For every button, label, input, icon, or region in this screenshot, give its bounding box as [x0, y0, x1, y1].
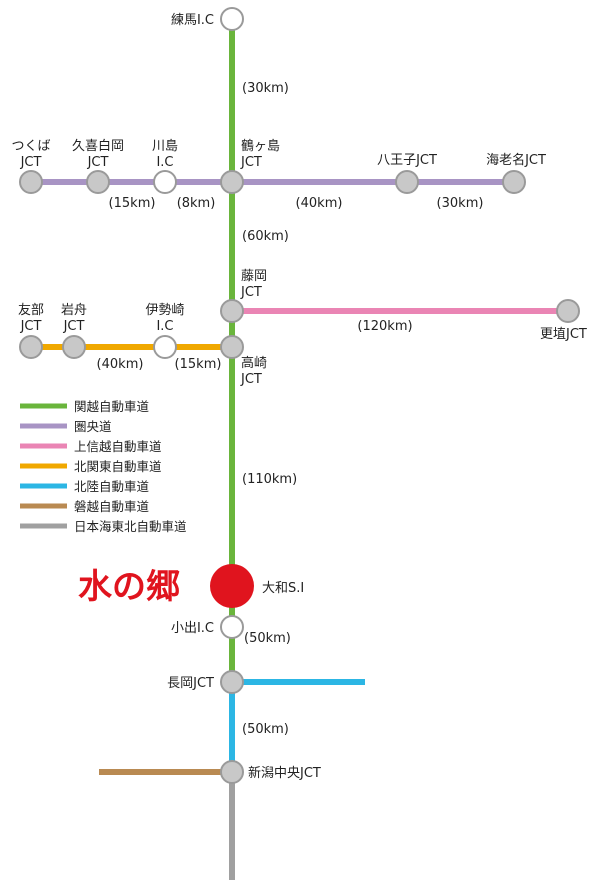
fujioka-label-1: 藤岡 — [241, 269, 267, 284]
tomobe-label-1: 友部 — [18, 302, 44, 318]
tomobe-label-2: JCT — [20, 319, 42, 334]
kawajima-label-1: 川島 — [152, 139, 178, 154]
nagaoka-node — [220, 670, 244, 694]
fujioka-node — [220, 299, 244, 323]
distance-tsurugashima-hachioji: (40km) — [296, 196, 343, 211]
fujioka-label-2: JCT — [240, 285, 262, 300]
ebina-node — [502, 170, 526, 194]
distance-hachioji-ebina: (30km) — [437, 196, 484, 211]
koide-node — [220, 615, 244, 639]
nagaoka-label: 長岡JCT — [167, 676, 214, 691]
koshoku-node — [556, 299, 580, 323]
map-title: 水の郷 — [78, 567, 180, 607]
legend-label-nihonkai: 日本海東北自動車道 — [74, 519, 187, 534]
isesaki-label-1: 伊勢崎 — [145, 303, 184, 318]
tomobe-node — [19, 335, 43, 359]
yamato-node — [210, 564, 254, 608]
takasaki-label-2: JCT — [240, 372, 262, 387]
tsurugashima-label-1: 鶴ヶ島 — [241, 138, 280, 154]
kawajima-node — [153, 170, 177, 194]
kuki-label-1: 久喜白岡 — [72, 138, 124, 154]
iwafune-label-1: 岩舟 — [61, 303, 87, 318]
tsukuba-label-2: JCT — [20, 155, 42, 170]
distance-fujioka-koshoku: (120km) — [357, 319, 412, 334]
distance-iwafune-isesaki: (40km) — [97, 357, 144, 372]
iwafune-node — [62, 335, 86, 359]
tsurugashima-label-2: JCT — [240, 155, 262, 170]
kuki-node — [86, 170, 110, 194]
tsukuba-label-1: つくば — [11, 139, 50, 154]
ebina-label: 海老名JCT — [486, 152, 546, 168]
distance-tsurugashima-fujioka: (60km) — [242, 229, 289, 244]
hachioji-label: 八王子JCT — [377, 153, 437, 168]
legend-label-kanetsu: 関越自動車道 — [74, 399, 150, 414]
legend-label-kitakanto: 北関東自動車道 — [74, 459, 162, 474]
legend-label-joshinetsu: 上信越自動車道 — [74, 439, 162, 454]
isesaki-node — [153, 335, 177, 359]
iwafune-label-2: JCT — [63, 319, 85, 334]
distance-kuki-kawajima: (15km) — [109, 196, 156, 211]
tsurugashima-node — [220, 170, 244, 194]
distance-koide-nagaoka: (50km) — [244, 631, 291, 646]
niigata-node — [220, 760, 244, 784]
isesaki-label-2: I.C — [156, 319, 173, 334]
legend-label-banetsu: 磐越自動車道 — [74, 499, 150, 514]
legend-label-kenodo: 圏央道 — [74, 419, 112, 434]
distance-isesaki-takasaki: (15km) — [175, 357, 222, 372]
distance-takasaki-koide: (110km) — [242, 472, 297, 487]
tsukuba-node — [19, 170, 43, 194]
niigata-label: 新潟中央JCT — [248, 765, 321, 781]
koide-label: 小出I.C — [171, 621, 214, 636]
nerima-node — [220, 7, 244, 31]
legend: 関越自動車道 圏央道 上信越自動車道 北関東自動車道 北陸自動車道 磐越自動車道… — [20, 399, 187, 534]
kawajima-label-2: I.C — [156, 155, 173, 170]
distance-kawajima-tsurugashima: (8km) — [177, 196, 216, 211]
koshoku-label: 更埴JCT — [540, 327, 587, 342]
yamato-label: 大和S.I — [262, 581, 304, 596]
legend-label-hokuriku: 北陸自動車道 — [74, 479, 150, 494]
hachioji-node — [395, 170, 419, 194]
nerima-label: 練馬I.C — [171, 13, 214, 28]
takasaki-node — [220, 335, 244, 359]
takasaki-label-1: 高崎 — [241, 355, 267, 371]
distance-nagaoka-niigata: (50km) — [242, 722, 289, 737]
distance-nerima-tsurugashima: (30km) — [242, 81, 289, 96]
kuki-label-2: JCT — [87, 155, 109, 170]
